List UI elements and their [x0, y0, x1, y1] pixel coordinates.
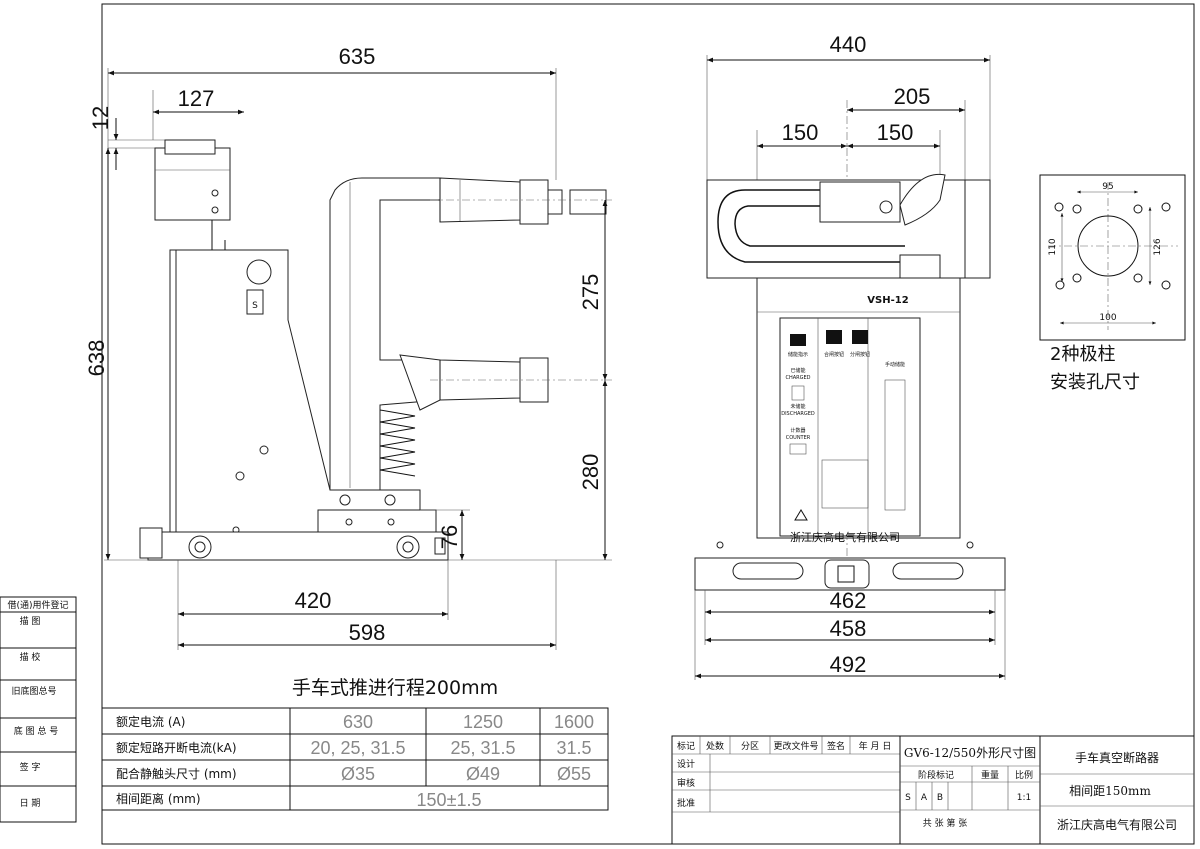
spec-row4-merged: 150±1.5 — [417, 790, 482, 810]
detail-caption-line1: 2种极柱 — [1050, 344, 1115, 365]
tb-stage-b: B — [937, 793, 943, 803]
tb-scale: 比例 — [1015, 769, 1033, 781]
sheet-border — [101, 3, 1195, 845]
tb-h-sign: 签名 — [827, 740, 845, 752]
dim-76: 76 — [437, 525, 462, 549]
tb-h-doc: 更改文件号 — [773, 740, 818, 752]
spec-row1-v2: 1250 — [463, 712, 503, 732]
dim-638: 638 — [84, 340, 109, 377]
dim-12: 12 — [88, 106, 113, 130]
tb-approve: 批准 — [677, 797, 695, 809]
margin-item-5: 签 字 — [20, 761, 41, 773]
indicator-discharged-en: DISCHARGED — [781, 411, 815, 417]
tb-stage-mark: 阶段标记 — [918, 769, 954, 781]
left-margin-table: 借(通)用件登记 描 图 描 校 旧底图总号 底 图 总 号 签 字 日 期 — [0, 596, 77, 823]
tb-company: 浙江庆高电气有限公司 — [1057, 817, 1177, 832]
dim-598: 598 — [349, 620, 386, 645]
indicator-discharged: 未储能 — [790, 403, 805, 410]
drawing-title: GV6-12/550外形尺寸图 — [904, 746, 1036, 760]
tb-stage-a: A — [921, 793, 928, 803]
dim-635: 635 — [339, 44, 376, 69]
dim-127: 127 — [178, 86, 215, 111]
dim-420: 420 — [295, 588, 332, 613]
dim-150-left: 150 — [782, 120, 819, 145]
margin-item-3: 旧底图总号 — [11, 685, 56, 697]
tb-weight: 重量 — [981, 769, 999, 781]
tb-scale-value: 1:1 — [1017, 793, 1031, 803]
spec-row2-v1: 20, 25, 31.5 — [310, 738, 405, 758]
detail-110: 110 — [1048, 238, 1058, 255]
panel-model-label: VSH-12 — [867, 295, 908, 306]
title-block: 标记 处数 分区 更改文件号 签名 年 月 日 设计 审核 批准 GV6-12/… — [671, 735, 1195, 845]
spec-row1-v3: 1600 — [554, 712, 594, 732]
product-name: 手车真空断路器 — [1075, 750, 1159, 765]
close-button-label: 合闸按钮 — [824, 351, 844, 358]
counter-label-en: COUNTER — [786, 435, 811, 441]
manual-charge-label: 手动储能 — [885, 361, 905, 368]
margin-item-6: 日 期 — [20, 798, 41, 809]
margin-item-4: 底 图 总 号 — [14, 725, 59, 737]
travel-note: 手车式推进行程200mm — [292, 677, 498, 699]
tb-phase-spacing: 相间距150mm — [1069, 784, 1151, 798]
dim-492: 492 — [830, 652, 867, 677]
spec-row2-v2: 25, 31.5 — [450, 738, 515, 758]
dim-458: 458 — [830, 616, 867, 641]
dim-205: 205 — [894, 84, 931, 109]
tb-stage-s: S — [905, 793, 911, 803]
front-view: 440 205 150 150 VSH-12 储能指示 已储能 CHARGED — [694, 32, 1006, 680]
spec-row3-v3: Ø55 — [557, 764, 591, 784]
spec-row2-v3: 31.5 — [556, 738, 591, 758]
spec-row2-label: 额定短路开断电流(kA) — [116, 740, 237, 755]
spec-row3-v2: Ø49 — [466, 764, 500, 784]
indicator-charged: 已储能 — [790, 367, 805, 374]
mounting-hole-detail: 95 110 126 100 2种极柱 安装孔尺寸 — [1039, 174, 1186, 393]
tb-h-count: 处数 — [706, 740, 724, 752]
detail-caption-line2: 安装孔尺寸 — [1050, 372, 1140, 393]
detail-126: 126 — [1153, 238, 1163, 255]
open-button-label: 分闸按钮 — [850, 351, 870, 358]
side-view: 635 127 12 638 S — [84, 44, 612, 650]
spec-row3-v1: Ø35 — [341, 764, 375, 784]
company-band: 浙江庆高电气有限公司 — [790, 530, 900, 544]
tb-design: 设计 — [677, 758, 695, 770]
spec-row1-label: 额定电流 (A) — [116, 714, 185, 729]
spec-table: 额定电流 (A) 630 1250 1600 额定短路开断电流(kA) 20, … — [101, 707, 609, 811]
dim-275: 275 — [578, 274, 603, 311]
margin-item-1: 描 图 — [20, 615, 41, 627]
tb-h-date: 年 月 日 — [859, 740, 892, 752]
tb-sheets: 共 张 第 张 — [923, 817, 968, 829]
indicator-spring-label: 储能指示 — [788, 351, 808, 358]
dim-150-right: 150 — [877, 120, 914, 145]
tb-h-mark: 标记 — [677, 740, 695, 752]
indicator-charged-en: CHARGED — [785, 375, 810, 381]
spec-row1-v1: 630 — [343, 712, 373, 732]
detail-100: 100 — [1099, 313, 1116, 323]
svg-text:S: S — [252, 301, 258, 311]
margin-item-2: 描 校 — [20, 651, 41, 663]
tb-check: 审核 — [677, 777, 695, 789]
tb-h-zone: 分区 — [741, 741, 759, 752]
margin-item-0: 借(通)用件登记 — [7, 599, 68, 611]
spec-row3-label: 配合静触头尺寸 (mm) — [116, 766, 237, 781]
spec-row4-label: 相间距离 (mm) — [116, 791, 201, 806]
detail-95: 95 — [1102, 182, 1113, 192]
dim-462: 462 — [830, 588, 867, 613]
counter-label: 计数器 — [790, 427, 805, 434]
dim-440: 440 — [830, 32, 867, 57]
dim-280: 280 — [578, 454, 603, 491]
